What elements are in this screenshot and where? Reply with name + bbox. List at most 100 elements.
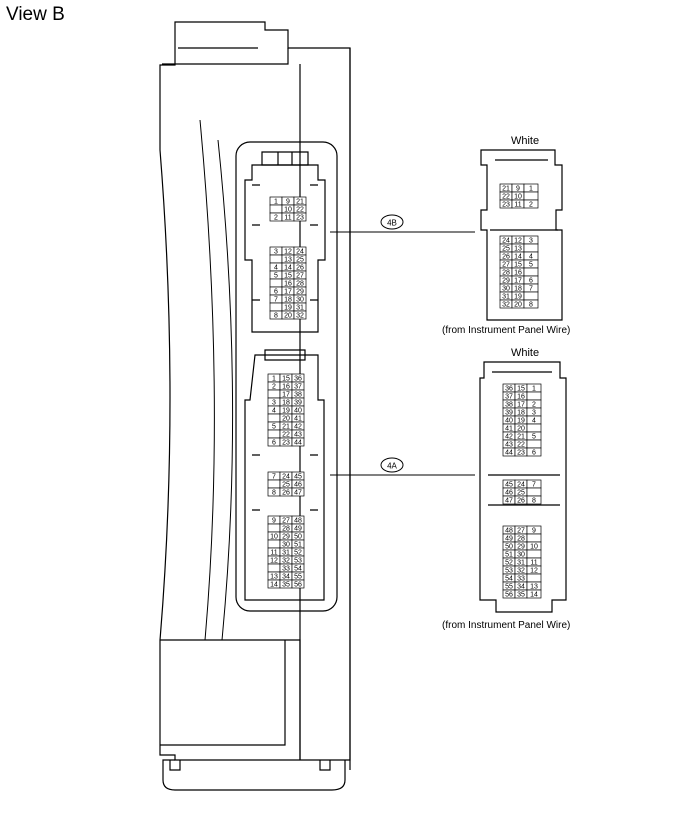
pin-cell [526,495,542,505]
pin-number: 33 [517,576,525,583]
pin-number: 44 [294,440,302,447]
pin-cell [526,423,542,433]
pin-cell [523,291,539,301]
pin-number: 12 [270,558,278,565]
pin-cell [526,487,542,497]
pin-number: 6 [529,278,533,285]
pin-number: 25 [517,490,525,497]
pin-number: 52 [294,550,302,557]
pin-number: 22 [517,442,525,449]
pin-number: 18 [282,400,290,407]
pin-number: 8 [532,498,536,505]
pin-number: 39 [294,400,302,407]
front-connector-4b [480,149,563,321]
pin-number: 37 [294,384,302,391]
pin-number: 7 [532,482,536,489]
pin-number: 9 [272,518,276,525]
pin-number: 26 [502,254,510,261]
pin-number: 37 [505,394,513,401]
pin-number: 20 [517,426,525,433]
view-title: View B [6,4,65,25]
pin-number: 26 [296,265,304,272]
pin-number: 29 [502,278,510,285]
pin-number: 14 [284,265,292,272]
pin-number: 40 [505,418,513,425]
pin-number: 55 [294,574,302,581]
pin-cell [267,389,281,399]
pin-cell [526,589,542,599]
pin-number: 8 [272,490,276,497]
pin-number: 29 [296,289,304,296]
pin-number: 38 [505,402,513,409]
pin-number: 52 [505,560,513,567]
pin-number: 3 [529,238,533,245]
callout-4a: 4A [380,457,404,473]
pin-cell [293,212,307,222]
pin-number: 7 [529,286,533,293]
pin-number: 10 [284,207,292,214]
pin-number: 11 [284,215,291,222]
front-connector-4a [479,361,567,613]
connector-4b-color: White [510,135,540,147]
pin-cell [269,278,283,288]
pin-number: 19 [282,408,290,415]
pin-number: 31 [296,305,304,312]
pin-cell [526,439,542,449]
pin-number: 8 [529,302,533,309]
pin-number: 31 [517,560,525,567]
pin-number: 38 [294,392,302,399]
pin-number: 21 [282,424,290,431]
pin-number: 13 [530,584,538,591]
pin-cell [523,199,539,209]
pin-number: 42 [505,434,513,441]
pin-cell [269,204,283,214]
pin-cell [526,447,542,457]
pin-cell [526,533,542,543]
pin-number: 14 [270,582,278,589]
pin-cell [267,429,281,439]
pin-number: 19 [514,294,522,301]
pin-number: 23 [296,215,304,222]
connector-4a-color: White [510,347,540,359]
pin-number: 15 [282,376,290,383]
pin-number: 2 [529,202,533,209]
pin-number: 51 [294,542,302,549]
pin-number: 10 [514,194,522,201]
pin-number: 28 [517,536,525,543]
pin-number: 15 [517,386,525,393]
pin-number: 39 [505,410,513,417]
pin-number: 23 [282,440,290,447]
pin-number: 23 [517,450,525,457]
pin-number: 1 [532,386,536,393]
pin-number: 5 [272,424,276,431]
pin-number: 9 [286,199,290,206]
pin-number: 18 [514,286,522,293]
pin-number: 3 [272,400,276,407]
pin-number: 12 [284,249,292,256]
pin-cell [267,479,281,489]
pin-number: 24 [517,482,525,489]
pin-number: 16 [282,384,290,391]
pin-number: 2 [272,384,276,391]
pin-number: 54 [505,576,513,583]
pin-number: 7 [272,474,276,481]
pin-number: 2 [532,402,536,409]
pin-number: 5 [529,262,533,269]
pin-number: 26 [517,498,525,505]
pin-number: 44 [505,450,513,457]
pin-cell [526,391,542,401]
pin-number: 41 [505,426,513,433]
pin-number: 9 [516,186,520,193]
pin-number: 46 [294,482,302,489]
pin-number: 16 [284,281,292,288]
pin-number: 3 [532,410,536,417]
pin-number: 25 [502,246,510,253]
pin-cell [291,579,305,589]
pin-number: 45 [505,482,513,489]
pin-number: 30 [296,297,304,304]
pin-number: 25 [282,482,290,489]
pin-cell [267,413,281,423]
pin-number: 47 [505,498,513,505]
